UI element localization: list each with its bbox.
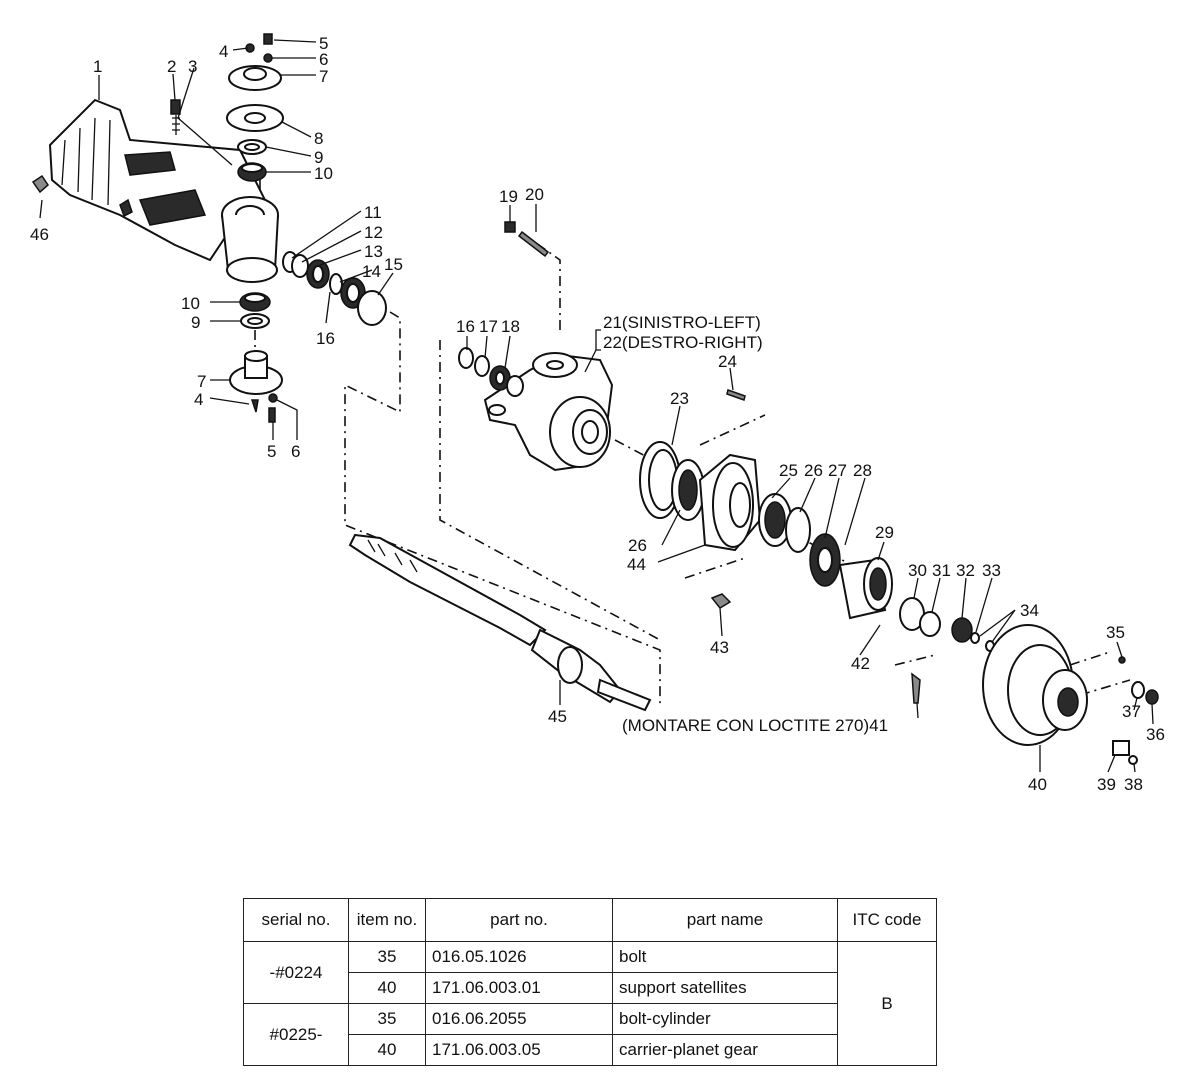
- callout-28: 28: [853, 461, 872, 480]
- callout-10-lower: 10: [181, 294, 200, 313]
- item-cell: 40: [348, 1034, 426, 1066]
- callout-3: 3: [188, 57, 197, 76]
- callout-5-lower: 5: [267, 442, 276, 461]
- callout-9-lower: 9: [191, 313, 200, 332]
- callout-4-lower: 4: [194, 390, 203, 409]
- callout-23: 23: [670, 389, 689, 408]
- table-row: -#0224 35 016.05.1026 bolt B: [243, 941, 937, 1066]
- callout-32: 32: [956, 561, 975, 580]
- bottom-kingpin-parts: [229, 292, 283, 423]
- part-no-cell: 171.06.003.01: [425, 972, 613, 1004]
- callout-39: 39: [1097, 775, 1116, 794]
- callout-19: 19: [499, 187, 518, 206]
- wheel-flange-hub: [982, 624, 1159, 765]
- callout-8: 8: [314, 129, 323, 148]
- item-cell: 40: [348, 972, 426, 1004]
- callout-44: 44: [627, 555, 646, 574]
- header-item: item no.: [348, 898, 426, 942]
- callout-26-lower: 26: [628, 536, 647, 555]
- callout-25: 25: [779, 461, 798, 480]
- callout-40: 40: [1028, 775, 1047, 794]
- callout-41: (MONTARE CON LOCTITE 270)41: [622, 716, 888, 735]
- header-part-no: part no.: [425, 898, 613, 942]
- callout-21: 21(SINISTRO-LEFT): [603, 313, 761, 332]
- callout-26: 26: [804, 461, 823, 480]
- callout-13: 13: [364, 242, 383, 261]
- callout-16-knuckle: 16: [456, 317, 475, 336]
- header-serial: serial no.: [243, 898, 349, 942]
- part-name-cell: bolt: [612, 941, 838, 973]
- callout-6-lower: 6: [291, 442, 300, 461]
- item-cell: 35: [348, 1003, 426, 1035]
- callout-46: 46: [30, 225, 49, 244]
- callout-10: 10: [314, 164, 333, 183]
- callout-38: 38: [1124, 775, 1143, 794]
- callout-5: 5: [319, 34, 328, 53]
- serial-cell: #0225-: [243, 1003, 349, 1066]
- exploded-axle-diagram: 1 2 3 4 5 6 7 8 9 10 46 11 12 13 14 15 1…: [30, 33, 1165, 794]
- callout-14: 14: [362, 262, 381, 281]
- table-header-row: serial no. item no. part no. part name I…: [243, 898, 937, 942]
- callout-1: 1: [93, 57, 102, 76]
- callout-27: 27: [828, 461, 847, 480]
- callout-42: 42: [851, 654, 870, 673]
- drive-halfshaft: [348, 533, 652, 712]
- callout-labels: 1 2 3 4 5 6 7 8 9 10 46 11 12 13 14 15 1…: [30, 34, 1165, 794]
- callout-7: 7: [319, 67, 328, 86]
- table-row: 40 171.06.003.05 carrier-planet gear: [244, 1034, 937, 1066]
- callout-31: 31: [932, 561, 951, 580]
- callout-9: 9: [314, 148, 323, 167]
- callout-4: 4: [219, 42, 228, 61]
- axle-housing: [48, 98, 279, 283]
- callout-37: 37: [1122, 702, 1141, 721]
- callout-16: 16: [316, 329, 335, 348]
- callout-15: 15: [384, 255, 403, 274]
- callout-7-lower: 7: [197, 372, 206, 391]
- parts-table: serial no. item no. part no. part name I…: [243, 898, 937, 1066]
- serial-cell: -#0224: [243, 941, 349, 1004]
- axle-end-seals: [282, 251, 387, 326]
- part-no-cell: 016.05.1026: [425, 941, 613, 973]
- callout-6: 6: [319, 50, 328, 69]
- table-row: #0225- 35 016.06.2055 bolt-cylinder: [243, 1003, 937, 1066]
- callout-12: 12: [364, 223, 383, 242]
- steering-knuckle: [458, 221, 614, 472]
- header-itc: ITC code: [837, 898, 937, 942]
- callout-22: 22(DESTRO-RIGHT): [603, 333, 763, 352]
- callout-29: 29: [875, 523, 894, 542]
- callout-17: 17: [479, 317, 498, 336]
- callout-36: 36: [1146, 725, 1165, 744]
- callout-30: 30: [908, 561, 927, 580]
- callout-34: 34: [1020, 601, 1039, 620]
- part-no-cell: 171.06.003.05: [425, 1034, 613, 1066]
- table-row: 40 171.06.003.01 support satellites: [244, 972, 937, 1004]
- part-no-cell: 016.06.2055: [425, 1003, 613, 1035]
- callout-35: 35: [1106, 623, 1125, 642]
- callout-2: 2: [167, 57, 176, 76]
- itc-cell: B: [837, 941, 937, 1066]
- part-name-cell: carrier-planet gear: [612, 1034, 838, 1066]
- callout-20: 20: [525, 185, 544, 204]
- header-part-name: part name: [612, 898, 838, 942]
- breather-and-plug: [31, 99, 181, 194]
- callout-33: 33: [982, 561, 1001, 580]
- callout-18: 18: [501, 317, 520, 336]
- part-name-cell: bolt-cylinder: [612, 1003, 838, 1035]
- top-kingpin-parts: [226, 33, 284, 182]
- wheel-hub-assembly: [639, 389, 995, 704]
- leader-lines: [39, 39, 1154, 773]
- callout-43: 43: [710, 638, 729, 657]
- item-cell: 35: [348, 941, 426, 973]
- callout-24: 24: [718, 352, 737, 371]
- part-name-cell: support satellites: [612, 972, 838, 1004]
- callout-45: 45: [548, 707, 567, 726]
- callout-11: 11: [364, 203, 382, 222]
